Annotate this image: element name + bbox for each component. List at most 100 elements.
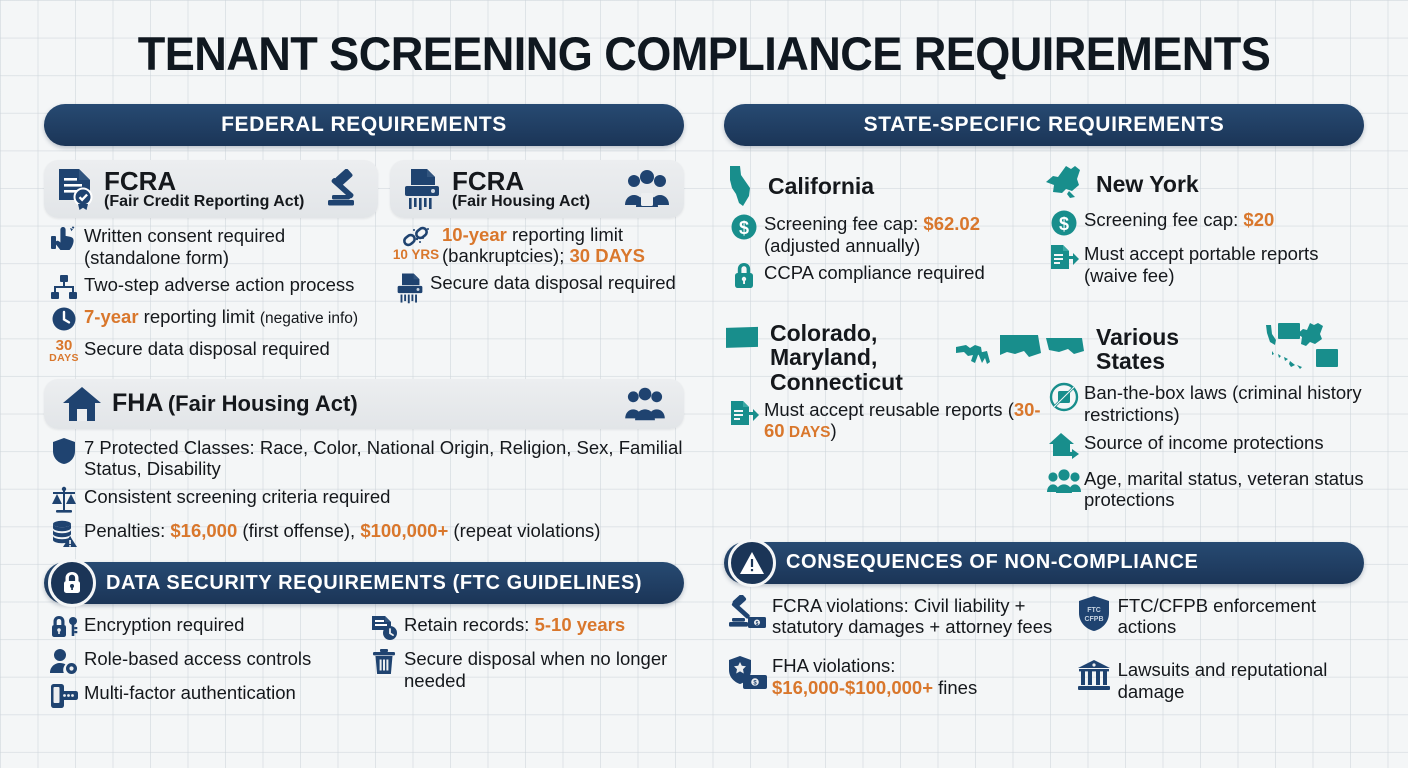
bullet-encryption: Encryption required	[44, 613, 364, 642]
bullet-fha-violations-label: FHA violations: $16,000-$100,000+ fines	[772, 654, 977, 698]
flowchart-icon	[44, 273, 84, 300]
fcra-housing-bullets: 10 YRS 10-year reporting limit (bankrupt…	[390, 224, 684, 304]
bullet-age-marital-veteran-label: Age, marital status, veteran status prot…	[1084, 467, 1364, 511]
bullet-lawsuits: Lawsuits and reputational damage	[1070, 658, 1364, 702]
cmc-post: )	[830, 420, 837, 442]
penalties-mid: (first offense),	[237, 520, 361, 542]
california-map-icon	[724, 164, 758, 208]
state-row-2: Colorado, Maryland, Connecticut Must acc…	[724, 321, 1364, 516]
california-name: California	[768, 172, 875, 199]
bullet-two-step: Two-step adverse action process	[44, 273, 378, 300]
bullet-ten-year: 10 YRS 10-year reporting limit (bankrupt…	[390, 224, 684, 266]
bullet-protected-classes-label: 7 Protected Classes: Race, Color, Nation…	[84, 436, 683, 480]
cmc-name: Colorado, Maryland, Connecticut	[770, 320, 903, 395]
new-york-map-icon	[1044, 164, 1086, 204]
lock-key-icon	[44, 613, 84, 642]
consequences-banner: CONSEQUENCES OF NON-COMPLIANCE	[724, 538, 1364, 587]
house-arrow-icon	[1044, 431, 1084, 462]
fcra-credit-title: FCRA	[104, 165, 177, 196]
seven-year-highlight: 7-year	[84, 306, 139, 328]
ten-year-highlight: 10-year	[442, 224, 507, 245]
30-days-label-icon: 30 DAYS	[44, 337, 84, 364]
document-check-icon	[56, 167, 94, 211]
penalties-highlight2: $100,000+	[360, 520, 449, 542]
fcra-credit-block: FCRA (Fair Credit Reporting Act) Written…	[44, 160, 378, 369]
connecticut-map-icon	[1044, 335, 1086, 363]
bullet-ca-fee-cap-label: Screening fee cap: $62.02 (adjusted annu…	[764, 212, 1044, 256]
maryland-connecticut-map-icon	[954, 333, 1044, 379]
bullet-mfa: Multi-factor authentication	[44, 681, 364, 710]
bullet-ca-ccpa-label: CCPA compliance required	[764, 262, 985, 284]
bullet-cmc-reusable: Must accept reusable reports (30-60 DAYS…	[724, 398, 1044, 443]
various-states-header: Various States	[1044, 321, 1364, 377]
bullet-consistent-criteria: Consistent screening criteria required	[44, 485, 684, 514]
retain-highlight: 5-10 years	[534, 614, 626, 636]
fha-title-sub: (Fair Housing Act)	[167, 391, 358, 417]
records-clock-icon	[364, 613, 404, 642]
gavel-icon	[320, 169, 364, 209]
fcra-credit-text: FCRA (Fair Credit Reporting Act)	[104, 168, 320, 211]
bullet-fcra-violations: $ FCRA violations: Civil liability + sta…	[724, 594, 1070, 638]
30-days-line1: 30	[55, 337, 73, 355]
fcra-credit-card: FCRA (Fair Credit Reporting Act)	[44, 160, 378, 218]
fcra-credit-subtitle: (Fair Credit Reporting Act)	[104, 192, 305, 210]
bullet-retain-records-label: Retain records: 5-10 years	[404, 613, 625, 636]
data-security-banner: DATA SECURITY REQUIREMENTS (FTC GUIDELIN…	[44, 559, 684, 608]
cmc-highlight: 30-60	[764, 398, 1041, 442]
bullet-seven-year-label: 7-year reporting limit (negative info)	[84, 305, 358, 328]
bullet-ban-the-box-label: Ban-the-box laws (criminal history restr…	[1084, 382, 1362, 425]
bullet-role-based-label: Role-based access controls	[84, 648, 312, 670]
fcra-housing-title: FCRA	[452, 165, 525, 196]
fha-viol-post: fines	[933, 676, 978, 698]
bullet-secure-disposal-left: 30 DAYS Secure data disposal required	[44, 337, 378, 364]
shield-icon	[44, 436, 84, 465]
bullet-secure-disposal-right: Secure data disposal required	[390, 271, 684, 304]
california-header: California	[724, 164, 1044, 208]
svg-text:$: $	[753, 681, 757, 687]
bullet-ny-fee-cap-label: Screening fee cap: $20	[1084, 208, 1274, 231]
bullet-penalties-label: Penalties: $16,000 (first offense), $100…	[84, 519, 600, 542]
lock-icon	[48, 559, 96, 608]
bullet-ftc-cfpb: FTC CFPB FTC/CFPB enforcement actions	[1070, 594, 1364, 638]
penalties-highlight1: $16,000	[170, 520, 238, 542]
colorado-maryland-connecticut-map-icon	[724, 325, 760, 355]
clock-icon	[44, 305, 84, 332]
10-yrs-line1: 10 YRS	[392, 247, 440, 262]
bullet-ftc-cfpb-label: FTC/CFPB enforcement actions	[1117, 594, 1317, 638]
fcra-credit-bullets: Written consent required (standalone for…	[44, 224, 378, 364]
shredder-icon	[390, 271, 430, 304]
data-security-right: Retain records: 5-10 years Secure dispos…	[364, 613, 684, 715]
state-group-california: California $ Screening fee cap: $62.02 (…	[724, 164, 1044, 295]
cmc-header: Colorado, Maryland, Connecticut	[724, 320, 1044, 395]
trash-icon	[364, 647, 404, 676]
bullet-ny-fee-cap: $ Screening fee cap: $20	[1044, 208, 1364, 237]
scales-icon	[44, 485, 84, 514]
data-security-left: Encryption required Role-based access co…	[44, 613, 364, 715]
ten-year-highlight2: 30 DAYS	[569, 244, 645, 266]
federal-requirements-banner: FEDERAL REQUIREMENTS	[44, 104, 684, 146]
user-gear-icon	[44, 647, 84, 676]
ftc-cfpb-shield-icon: FTC CFPB	[1070, 594, 1118, 633]
seven-year-text: reporting limit	[138, 306, 260, 328]
fcra-housing-subtitle: (Fair Housing Act)	[452, 192, 591, 210]
gavel-money-icon: $	[724, 594, 772, 631]
people-icon	[1044, 467, 1084, 494]
bullet-age-marital-veteran: Age, marital status, veteran status prot…	[1044, 467, 1364, 511]
fcra-housing-block: FCRA (Fair Housing Act)	[390, 160, 684, 369]
fha-card: FHA (Fair Housing Act)	[44, 378, 684, 429]
fha-bullets: 7 Protected Classes: Race, Color, Nation…	[44, 436, 684, 548]
ca-fee-post: (adjusted annually)	[764, 234, 921, 256]
people-group-icon	[622, 386, 668, 422]
svg-text:CFPB: CFPB	[1084, 616, 1103, 623]
data-security-bullets: Encryption required Role-based access co…	[44, 613, 684, 715]
bullet-ca-ccpa: CCPA compliance required	[724, 261, 1044, 290]
state-row-1: California $ Screening fee cap: $62.02 (…	[724, 164, 1364, 295]
bullet-role-based: Role-based access controls	[44, 647, 364, 676]
cmc-pre: Must accept reusable reports (	[764, 398, 1014, 420]
consequences-banner-label: CONSEQUENCES OF NON-COMPLIANCE	[786, 551, 1199, 574]
various-states-map-icon	[1264, 321, 1364, 377]
bullet-lawsuits-label: Lawsuits and reputational damage	[1117, 659, 1328, 702]
svg-text:FTC: FTC	[1087, 607, 1101, 614]
consequences-left: $ FCRA violations: Civil liability + sta…	[724, 594, 1070, 708]
